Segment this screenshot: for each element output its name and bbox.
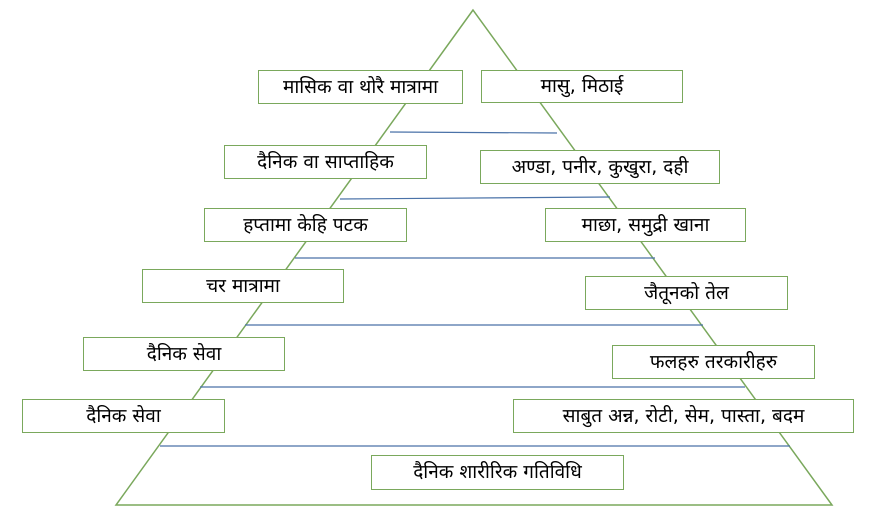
level-2-frequency-label: दैनिक वा साप्ताहिक	[224, 145, 427, 179]
base-activity-label: दैनिक शारीरिक गतिविधि	[371, 455, 624, 490]
level-3-food-label: माछा, समुद्री खाना	[545, 208, 746, 242]
level-5-frequency-label: दैनिक सेवा	[83, 337, 285, 371]
level-4-frequency-label: चर मात्रामा	[142, 269, 344, 303]
level-1-frequency-label: मासिक वा थोरै मात्रामा	[258, 70, 463, 104]
divider-line	[339, 196, 611, 200]
level-4-food-label: जैतूनको तेल	[585, 276, 788, 310]
level-3-frequency-label: हप्तामा केहि पटक	[204, 208, 407, 242]
divider-line	[389, 131, 558, 134]
level-2-food-label: अण्डा, पनीर, कुखुरा, दही	[480, 150, 720, 184]
level-6-food-label: साबुत अन्न, रोटी, सेम, पास्ता, बदम	[513, 399, 854, 433]
level-6-frequency-label: दैनिक सेवा	[22, 399, 225, 433]
level-1-food-label: मासु, मिठाई	[481, 70, 683, 103]
level-5-food-label: फलहरु तरकारीहरु	[612, 345, 815, 379]
